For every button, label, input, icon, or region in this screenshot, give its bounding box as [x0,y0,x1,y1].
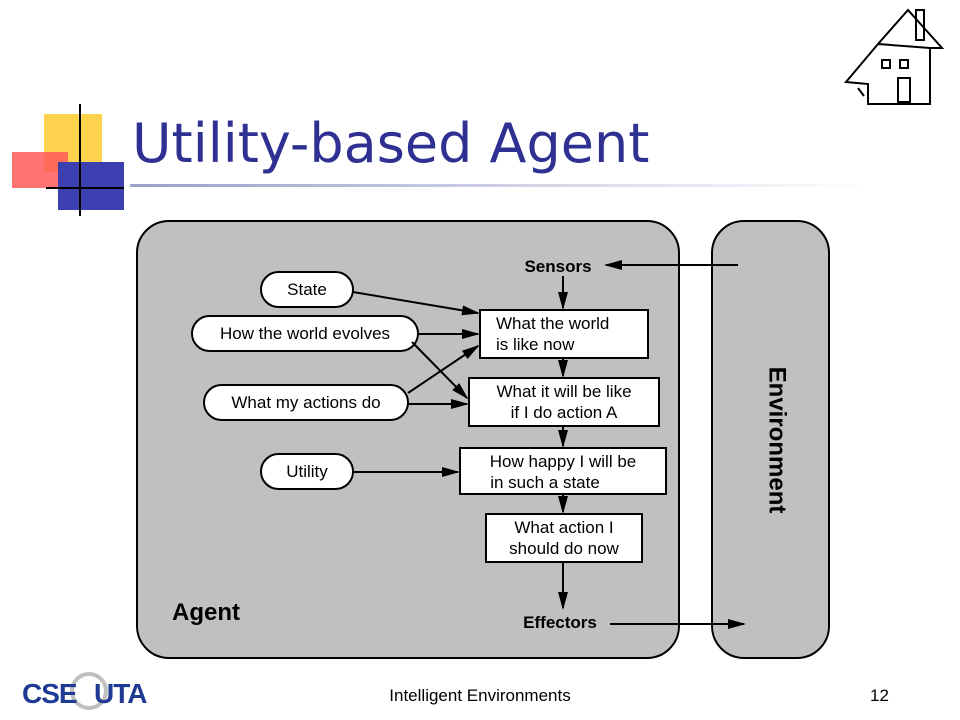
action-box [485,513,643,563]
utility-label: Utility [286,462,328,481]
will-be-line1: What it will be like [496,382,631,401]
action-line2: should do now [509,539,619,558]
cse-uta-logo: CSE UTA [22,672,154,712]
agent-label: Agent [172,599,240,626]
environment-panel [711,220,830,659]
world-now-box [479,309,649,359]
agent-panel [136,220,680,659]
effectors-label: Effectors [523,613,597,632]
environment-label: Environment [764,367,791,514]
state-label: State [287,280,327,299]
action-line1: What action I [514,518,613,537]
slide-title: Utility-based Agent [132,112,650,175]
will-be-line2: if I do action A [511,403,618,422]
world-now-line1: What the world [496,314,609,333]
blue-square [58,162,124,210]
page-number: 12 [870,686,889,705]
state-oval [260,271,354,308]
sensors-label: Sensors [524,257,591,276]
logo-uta-text: UTA [94,678,147,709]
happy-line1: How happy I will be [490,452,636,471]
actions-do-label: What my actions do [231,393,380,412]
happy-line2: in such a state [490,473,600,492]
logo-ring [70,672,108,710]
corner-decoration [12,104,124,216]
world-now-line2: is like now [496,335,575,354]
state-to-world-arrow [352,291,480,316]
logo-cse-text: CSE [22,678,78,709]
will-be-box [468,377,660,427]
house-icon [844,8,945,105]
title-underline [130,184,870,187]
footer-title: Intelligent Environments [389,686,571,705]
world-evolves-label: How the world evolves [220,324,390,343]
evolves-to-willbe-arrow [411,341,469,400]
actions-to-world-arrow [407,344,480,394]
actions-do-oval [203,384,409,421]
